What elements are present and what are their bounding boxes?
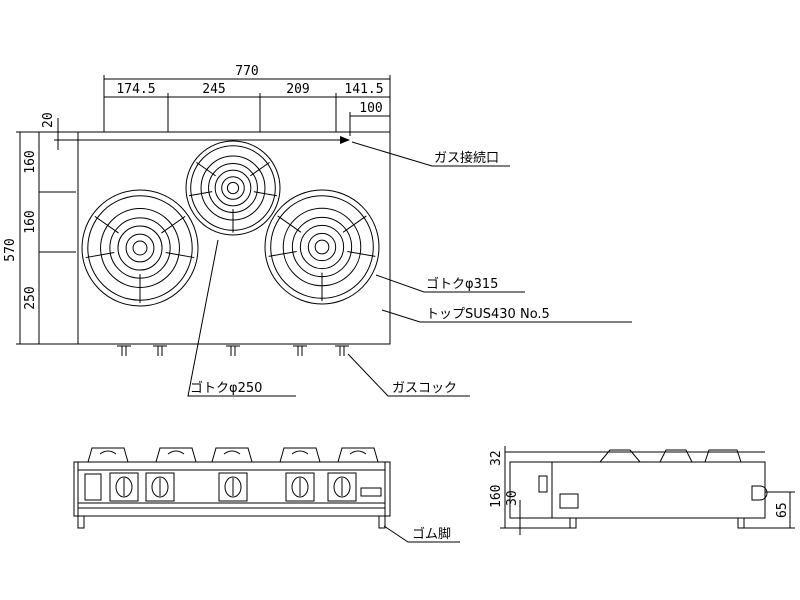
trivet-arm [342, 215, 367, 233]
trivet-arm [268, 250, 297, 257]
dim-100: 100 [359, 101, 382, 116]
gas-cock-knob[interactable] [327, 472, 357, 502]
trivet-arm [161, 215, 186, 234]
dim-141-5: 141.5 [344, 82, 383, 97]
dim-30: 30 [505, 490, 520, 506]
dim-160-a: 160 [23, 150, 38, 173]
top-dimensions: 770 174.5 245 209 141.5 100 [103, 64, 391, 136]
trivet-arm [277, 215, 302, 233]
side-view: 32 160 30 65 [489, 446, 795, 535]
gas-cock-knob[interactable] [145, 472, 175, 502]
gas-cock-knob[interactable] [109, 472, 139, 502]
gas-cock-side [538, 475, 548, 493]
dim-245: 245 [202, 82, 225, 97]
label-rubber-feet: ゴム脚 [412, 526, 451, 542]
gas-cock-knob[interactable] [218, 472, 248, 502]
gas-cock-stems [117, 345, 349, 356]
burner-right [264, 189, 380, 305]
gas-inlet-side [751, 485, 768, 501]
dim-160-height: 160 [489, 485, 504, 508]
dim-770: 770 [235, 64, 258, 79]
trivet-arm [196, 161, 216, 177]
grate-profile [87, 447, 129, 463]
callouts: ガス接続口 ゴトクφ315 トップSUS430 No.5 ゴトクφ250 ガスコ… [187, 141, 632, 397]
trivet-arm [250, 161, 270, 177]
dim-209: 209 [286, 82, 309, 97]
rubber-foot [77, 515, 85, 529]
top-plate-outline [77, 131, 391, 345]
grate-profile [279, 447, 321, 463]
trivet-arm [165, 252, 195, 259]
burner-left [81, 189, 199, 307]
trivet-arm [85, 252, 115, 259]
grate-profile [337, 447, 379, 463]
dim-160-b: 160 [23, 210, 38, 233]
dim-20: 20 [41, 112, 56, 128]
dim-250: 250 [23, 286, 38, 309]
rubber-foot [378, 515, 386, 529]
grate-profile [155, 447, 197, 463]
label-gas-cock: ガスコック [392, 381, 457, 396]
trivet-arm [188, 191, 213, 197]
nameplate [360, 487, 382, 497]
gas-inlet-arrow [340, 136, 350, 144]
label-gas-inlet: ガス接続口 [434, 150, 499, 166]
plan-view: 770 174.5 245 209 141.5 100 20 570 160 1… [3, 64, 632, 397]
grate-profile [211, 447, 253, 463]
trivet-arm [94, 215, 119, 234]
front-view: ゴム脚 [73, 447, 460, 543]
label-trivet-315: ゴトクφ315 [426, 276, 498, 292]
trivet-arm [253, 191, 278, 197]
dim-65: 65 [775, 502, 790, 518]
dim-32: 32 [489, 450, 504, 466]
label-top-material: トップSUS430 No.5 [426, 307, 550, 322]
dim-570: 570 [3, 238, 18, 261]
label-trivet-250: ゴトクφ250 [190, 380, 262, 396]
burner-center [185, 140, 281, 236]
gas-cock-knob[interactable] [285, 472, 315, 502]
trivet-arm [347, 250, 376, 257]
left-dimensions: 20 570 160 160 250 [3, 112, 78, 345]
dim-174-5: 174.5 [116, 82, 155, 97]
